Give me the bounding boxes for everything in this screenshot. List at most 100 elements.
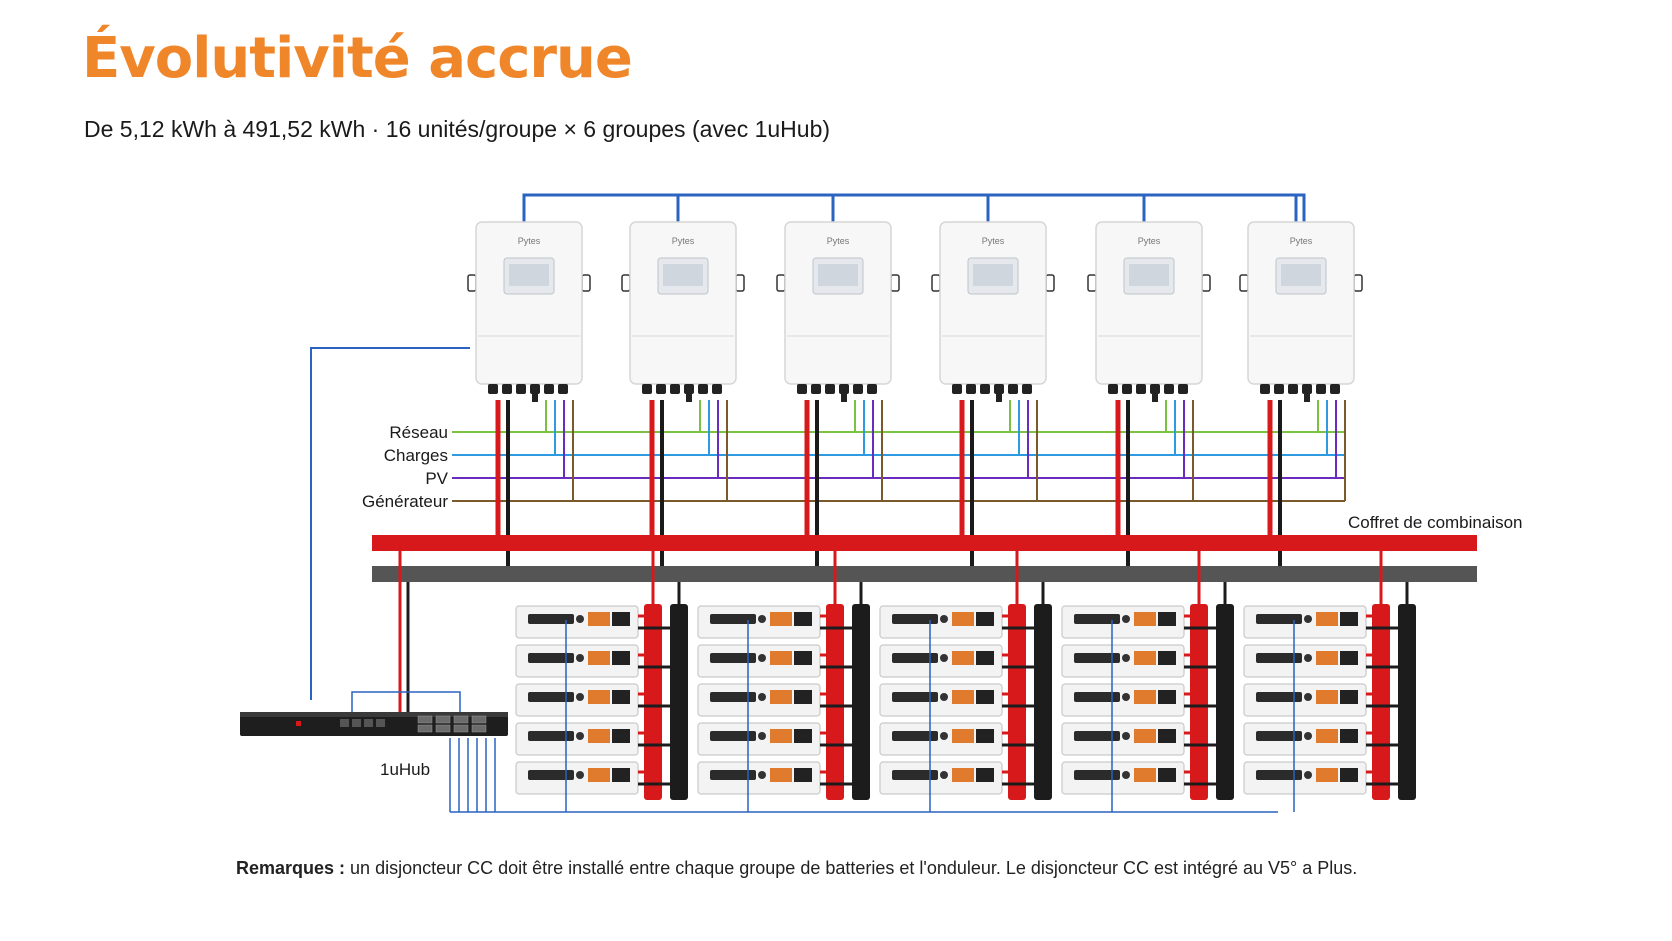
hub-port xyxy=(471,715,487,724)
negative-busbar xyxy=(372,566,1477,582)
inverter-port xyxy=(1008,384,1018,394)
inverter-port xyxy=(544,384,554,394)
inverter-display xyxy=(1281,264,1321,286)
inverter-port xyxy=(1288,384,1298,394)
inverter-port xyxy=(952,384,962,394)
inverter-handle xyxy=(1045,274,1055,292)
battery-button xyxy=(758,654,766,662)
hub-port xyxy=(435,724,451,733)
battery-panel xyxy=(1256,731,1302,741)
ac-lines xyxy=(452,400,1346,572)
group-positive-bar xyxy=(644,604,662,800)
hub-port xyxy=(364,719,373,727)
hub-led xyxy=(296,721,301,726)
battery-panel xyxy=(710,692,756,702)
inverter-port xyxy=(656,384,666,394)
battery-terminals xyxy=(794,690,812,704)
hub-port xyxy=(453,724,469,733)
battery-label-patch xyxy=(952,690,974,704)
battery-panel xyxy=(528,731,574,741)
battery-terminals xyxy=(1158,612,1176,626)
battery-panel xyxy=(1074,653,1120,663)
battery-panel xyxy=(1074,614,1120,624)
battery-module xyxy=(1243,761,1398,795)
battery-label-patch xyxy=(770,729,792,743)
battery-terminals xyxy=(1340,729,1358,743)
battery-groups xyxy=(515,551,1416,812)
group-positive-bar xyxy=(1008,604,1026,800)
inverter-port xyxy=(686,384,692,402)
inverter-handle xyxy=(581,274,591,292)
battery-group-3 xyxy=(879,551,1052,812)
inverter-handle xyxy=(1353,274,1363,292)
battery-module xyxy=(879,722,1034,756)
battery-button xyxy=(576,732,584,740)
footnote-text: un disjoncteur CC doit être installé ent… xyxy=(345,858,1358,878)
battery-terminals xyxy=(976,690,994,704)
battery-button xyxy=(1122,732,1130,740)
inverter-port xyxy=(516,384,526,394)
inverter-port xyxy=(1260,384,1270,394)
inverter-port xyxy=(1178,384,1188,394)
group-negative-bar xyxy=(852,604,870,800)
battery-terminals xyxy=(976,768,994,782)
inverter-brand: Pytes xyxy=(1138,236,1161,246)
hub-top-edge xyxy=(240,712,508,717)
battery-module xyxy=(515,605,670,639)
inverter-port xyxy=(867,384,877,394)
battery-module xyxy=(1243,605,1398,639)
battery-terminals xyxy=(1158,729,1176,743)
battery-panel xyxy=(892,692,938,702)
comm-bus-top xyxy=(522,193,1306,222)
battery-terminals xyxy=(976,729,994,743)
line-label-grid: Réseau xyxy=(389,423,448,442)
battery-module xyxy=(1243,644,1398,678)
inverter-port xyxy=(1152,384,1158,402)
battery-label-patch xyxy=(952,651,974,665)
battery-label-patch xyxy=(1316,612,1338,626)
battery-panel xyxy=(1256,614,1302,624)
battery-button xyxy=(940,654,948,662)
battery-label-patch xyxy=(1316,729,1338,743)
battery-terminals xyxy=(612,612,630,626)
battery-panel xyxy=(1256,692,1302,702)
battery-label-patch xyxy=(588,768,610,782)
hub-port xyxy=(376,719,385,727)
battery-button xyxy=(940,771,948,779)
inverter-display xyxy=(973,264,1013,286)
battery-label-patch xyxy=(588,651,610,665)
battery-label-patch xyxy=(952,768,974,782)
inverter-4: Pytes xyxy=(931,221,1055,402)
battery-button xyxy=(1304,654,1312,662)
battery-panel xyxy=(528,653,574,663)
battery-button xyxy=(1122,615,1130,623)
battery-group-1 xyxy=(515,551,688,812)
battery-terminals xyxy=(794,768,812,782)
battery-terminals xyxy=(1340,651,1358,665)
battery-button xyxy=(1304,693,1312,701)
battery-terminals xyxy=(1158,651,1176,665)
battery-label-patch xyxy=(1134,651,1156,665)
inverter-display xyxy=(1129,264,1169,286)
combiner-box: Coffret de combinaison xyxy=(372,513,1523,582)
battery-label-patch xyxy=(770,768,792,782)
inverter-1: Pytes xyxy=(467,221,591,402)
page-title: Évolutivité accrue xyxy=(82,26,633,91)
inverter-port xyxy=(1022,384,1032,394)
group-negative-bar xyxy=(1034,604,1052,800)
battery-terminals xyxy=(794,651,812,665)
hub-port xyxy=(417,715,433,724)
battery-button xyxy=(576,654,584,662)
inverter-6: Pytes xyxy=(1239,221,1363,402)
battery-label-patch xyxy=(1134,612,1156,626)
battery-module xyxy=(1061,644,1216,678)
battery-module xyxy=(879,605,1034,639)
battery-module xyxy=(879,761,1034,795)
inverter-brand: Pytes xyxy=(982,236,1005,246)
inverter-handle xyxy=(1239,274,1249,292)
battery-label-patch xyxy=(770,690,792,704)
inverter-port xyxy=(1108,384,1118,394)
battery-group-2 xyxy=(697,551,870,812)
hub-port xyxy=(417,724,433,733)
